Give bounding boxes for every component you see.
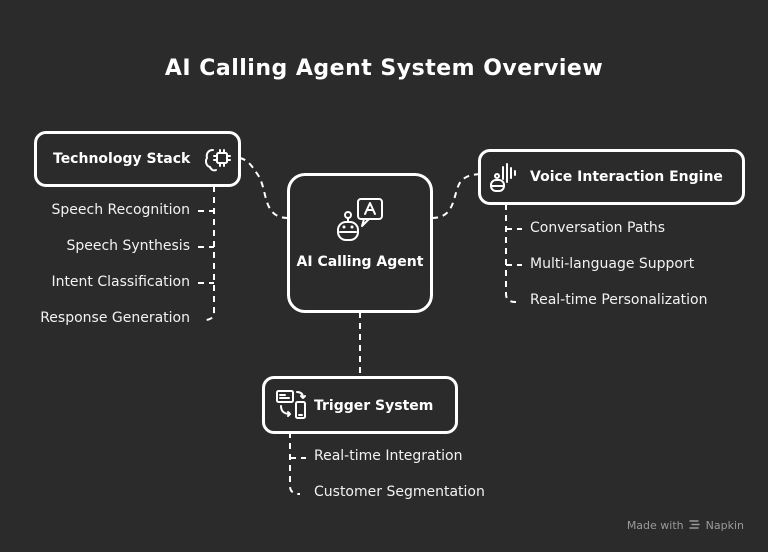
- robot-chat-icon: [337, 198, 383, 241]
- footer-credit: Made with Napkin: [627, 519, 744, 532]
- trigger-system-box: Trigger System: [262, 376, 458, 434]
- tech-item-speech-synthesis: Speech Synthesis: [66, 238, 190, 254]
- napkin-logo-icon: [689, 520, 700, 529]
- voice-item-realtime-personalization: Real-time Personalization: [530, 292, 708, 308]
- voice-spine: [505, 204, 517, 303]
- trigger-spine: [289, 432, 301, 495]
- trigger-item-realtime-integration: Real-time Integration: [314, 448, 463, 464]
- diagram-title: AI Calling Agent System Overview: [164, 56, 604, 81]
- voice-item-multi-language: Multi-language Support: [530, 256, 695, 272]
- voice-engine-label: Voice Interaction Engine: [530, 169, 723, 185]
- technology-stack-label: Technology Stack: [53, 151, 191, 167]
- footer-text: Made with: [626, 519, 684, 532]
- device-sync-icon: [276, 390, 306, 419]
- tech-item-speech-recognition: Speech Recognition: [51, 202, 190, 218]
- voice-waveform-icon: [490, 163, 516, 192]
- voice-item-conversation-paths: Conversation Paths: [530, 220, 666, 236]
- tech-item-response-generation: Response Generation: [40, 310, 190, 326]
- tech-spine: [203, 186, 215, 321]
- trigger-item-customer-segmentation: Customer Segmentation: [314, 484, 485, 500]
- center-label: AI Calling Agent: [296, 254, 424, 270]
- footer-brand: Napkin: [705, 519, 744, 532]
- trigger-system-label: Trigger System: [314, 398, 434, 414]
- tech-item-intent-classification: Intent Classification: [51, 274, 190, 290]
- connector-center-tech: [239, 157, 289, 219]
- technology-stack-box: Technology Stack: [34, 131, 241, 187]
- center-box: [287, 173, 433, 313]
- connector-center-voice: [431, 173, 481, 219]
- brain-chip-icon: [205, 149, 231, 172]
- voice-engine-box: Voice Interaction Engine: [478, 149, 745, 205]
